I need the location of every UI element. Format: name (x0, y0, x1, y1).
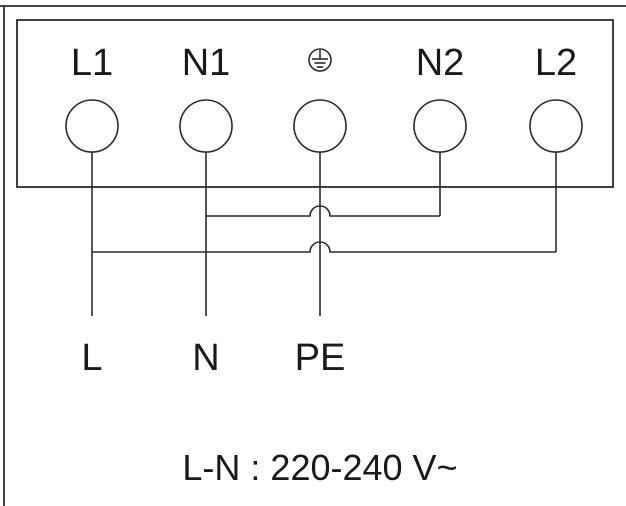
outer-frame (0, 5, 626, 506)
terminal-screw-n2 (413, 99, 467, 153)
terminal-label-n1: N1 (182, 42, 231, 84)
ground-icon (308, 48, 332, 72)
terminal-label-l2: L2 (535, 42, 577, 84)
terminal-screw-pe (293, 99, 347, 153)
wire-label-live: L (81, 337, 102, 379)
terminal-block (16, 19, 614, 188)
terminal-label-n2: N2 (416, 42, 465, 84)
voltage-spec: L-N : 220-240 V~ (182, 447, 457, 488)
terminal-screw-n1 (179, 99, 233, 153)
bridge-n1-n2 (206, 205, 440, 217)
terminal-label-l1: L1 (71, 42, 113, 84)
wire-label-earth: PE (295, 337, 346, 379)
terminal-screw-l1 (65, 99, 119, 153)
terminal-screw-l2 (529, 99, 583, 153)
wire-label-neutral: N (192, 337, 219, 379)
bridge-l1-l2 (92, 241, 556, 253)
wiring (91, 152, 557, 316)
